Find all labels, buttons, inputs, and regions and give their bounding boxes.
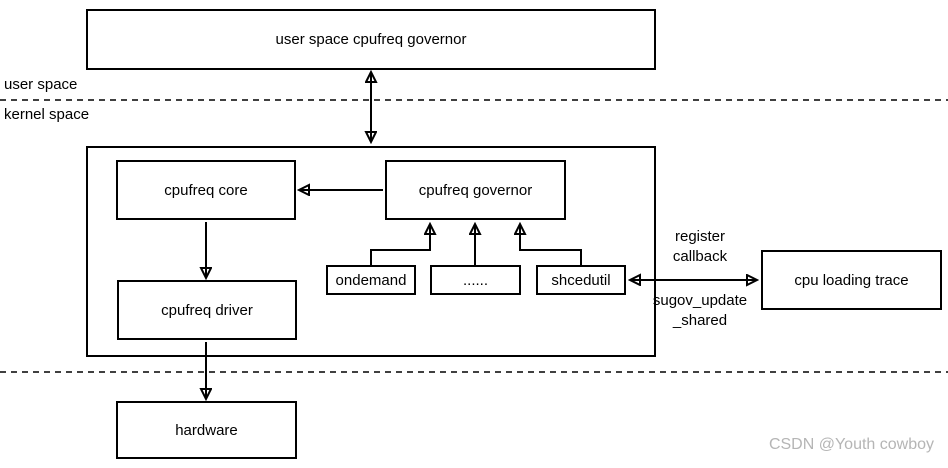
other-governors-label: ...... (462, 271, 488, 289)
register-callback-label: register callback (672, 228, 728, 265)
cpufreq-governor-box: cpufreq governor (385, 160, 566, 220)
shcedutil-box: shcedutil (536, 265, 626, 295)
kernel-space-container-box (86, 146, 656, 357)
ondemand-label: ondemand (335, 271, 407, 289)
user-space-governor-box: user space cpufreq governor (86, 9, 656, 70)
kernel-space-region-label: kernel space (4, 106, 90, 123)
user-space-region-label: user space (4, 76, 78, 93)
hardware-label: hardware (175, 421, 238, 439)
user-space-governor-label: user space cpufreq governor (275, 31, 467, 48)
cpufreq-core-box: cpufreq core (116, 160, 296, 220)
other-governors-box: ...... (430, 265, 521, 295)
cpufreq-core-label: cpufreq core (164, 181, 248, 199)
cpu-loading-trace-label: cpu loading trace (794, 271, 909, 289)
ondemand-box: ondemand (326, 265, 416, 295)
cpu-loading-trace-box: cpu loading trace (761, 250, 942, 310)
cpufreq-driver-box: cpufreq driver (117, 280, 297, 340)
hardware-box: hardware (116, 401, 297, 459)
cpufreq-governor-label: cpufreq governor (418, 181, 533, 199)
sugov-update-shared-label: sugov_update _shared (652, 292, 748, 329)
cpufreq-driver-label: cpufreq driver (161, 301, 253, 319)
csdn-watermark: CSDN @Youth cowboy (768, 436, 934, 453)
shcedutil-label: shcedutil (551, 271, 611, 289)
